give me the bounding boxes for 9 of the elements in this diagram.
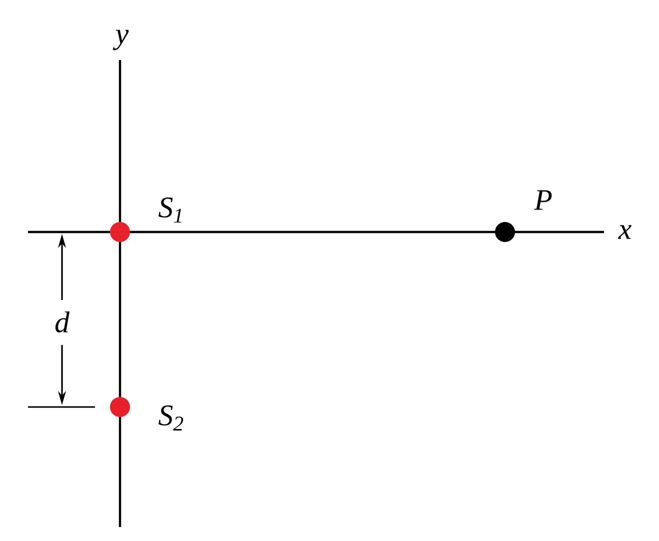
point-dot	[110, 397, 130, 417]
axis-label: y	[112, 28, 131, 52]
axis-label: d	[52, 309, 72, 335]
point-label: S$_{1}$	[158, 197, 182, 223]
point-label: S$_{2}$	[158, 405, 184, 431]
point-label: P	[534, 190, 552, 210]
point-dot	[495, 222, 515, 242]
point-dot	[110, 222, 130, 242]
axis-label: x	[616, 223, 634, 241]
